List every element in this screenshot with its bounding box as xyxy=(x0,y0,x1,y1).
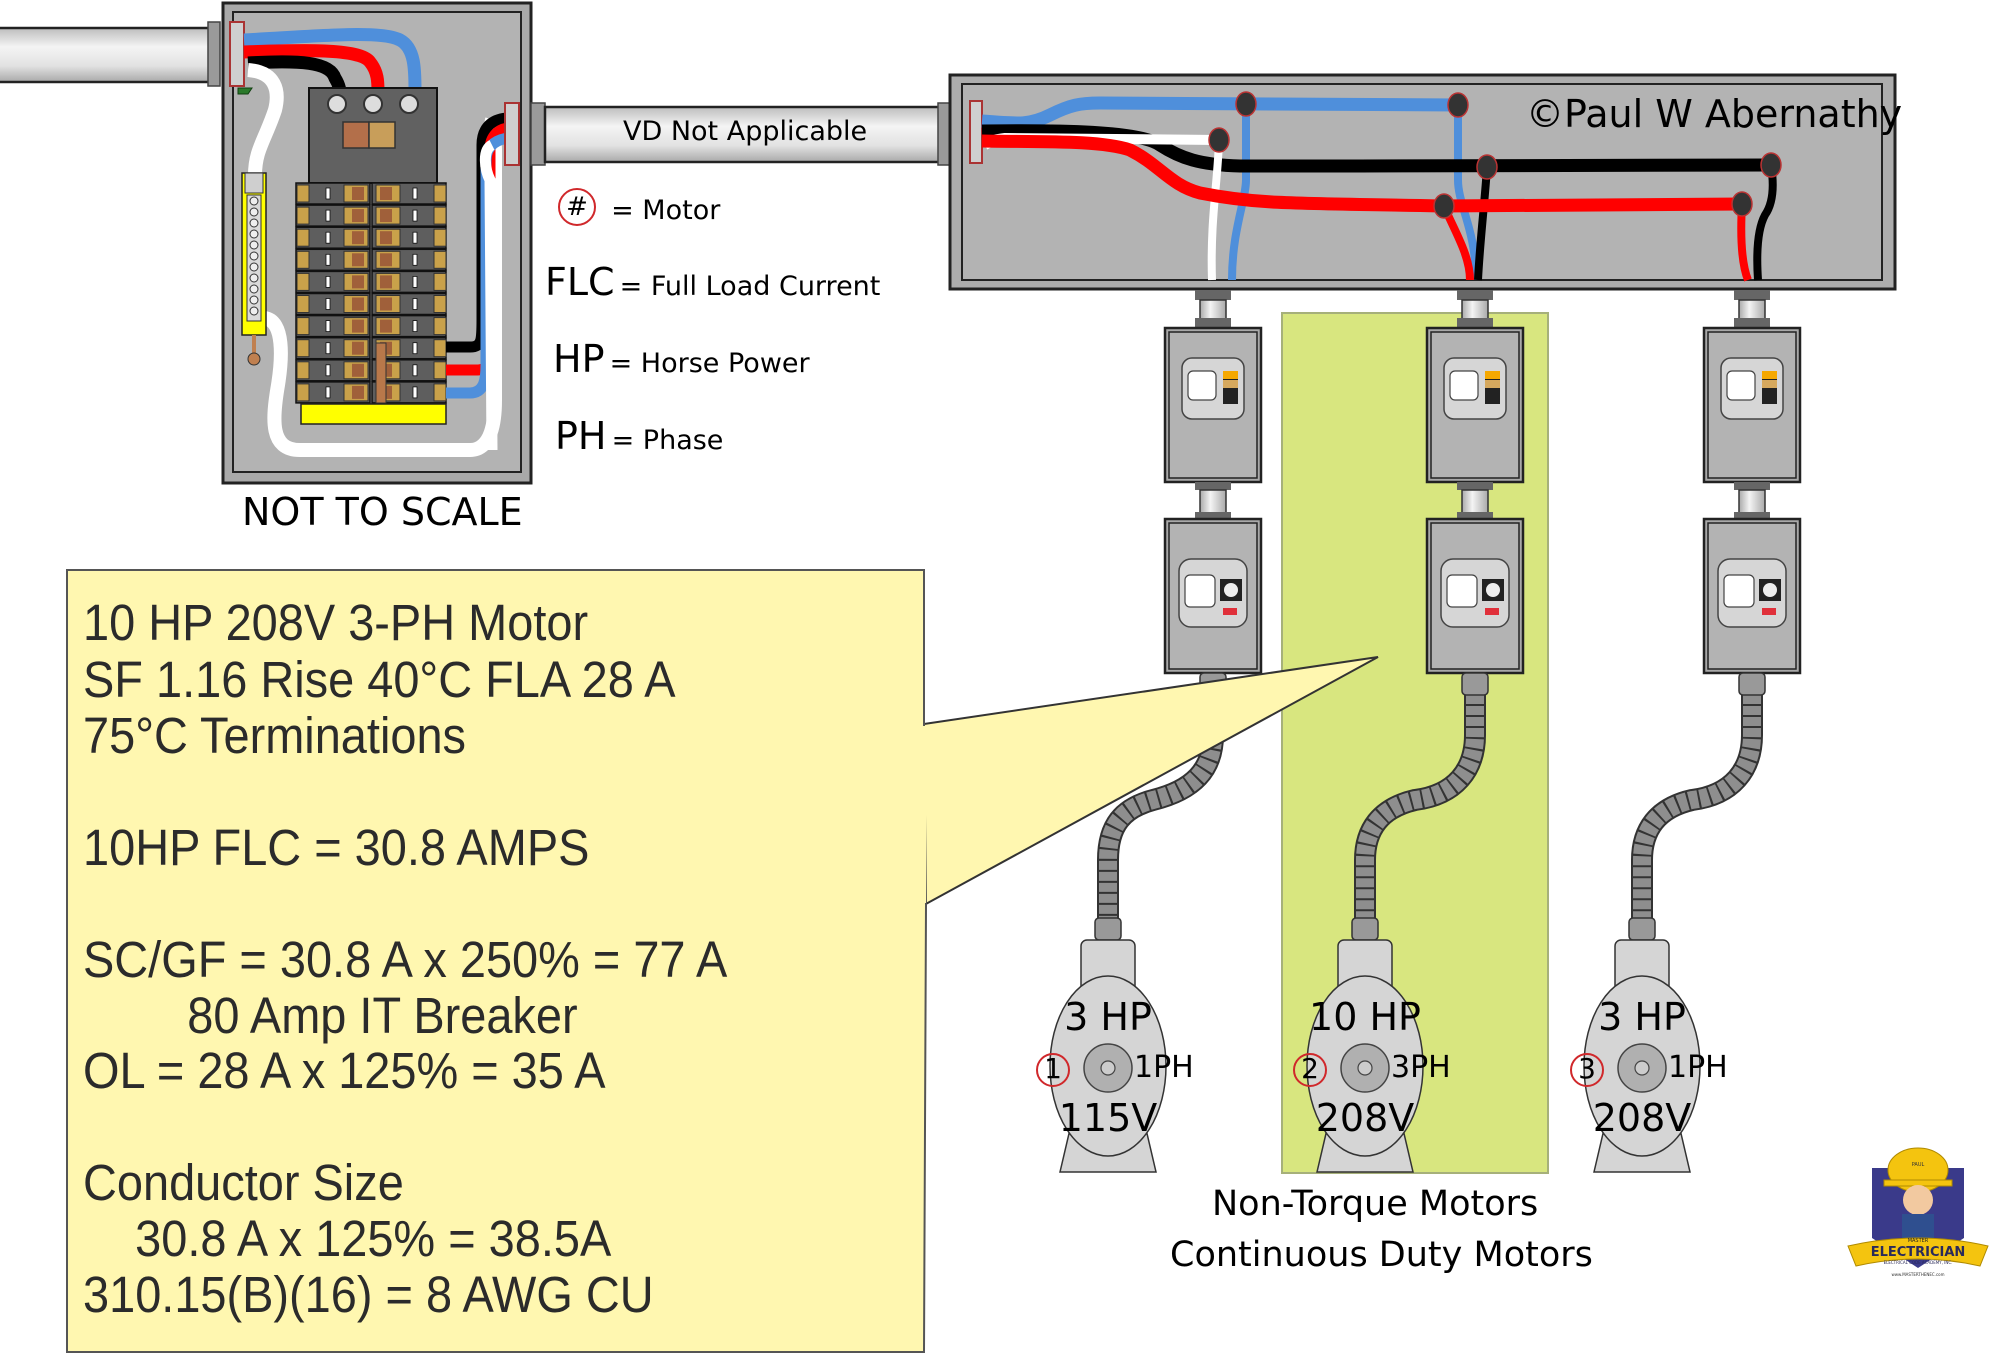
disconnect-switch-2[interactable] xyxy=(1425,326,1525,484)
motor-2[interactable] xyxy=(1293,939,1424,1173)
callout-line-12: 30.8 A x 125% = 38.5A xyxy=(83,1210,612,1267)
legend-symbol-hp: HP xyxy=(553,337,605,381)
motor-starter-3[interactable] xyxy=(1702,517,1802,675)
motor-2-number: 2 xyxy=(1301,1052,1319,1085)
legend-text-hp: = Horse Power xyxy=(609,348,810,379)
disconnect-switch-3[interactable] xyxy=(1702,326,1802,484)
motor-starter-1[interactable] xyxy=(1163,517,1263,675)
motor-branch-1 xyxy=(1036,290,1263,1173)
master-electrician-logo: MASTER ELECTRICIAN ELECTRICAL CODE ACADE… xyxy=(1847,1147,1989,1277)
motor-2-voltage: 208V xyxy=(1315,1096,1415,1140)
callout-line-7: SC/GF = 30.8 A x 250% = 77 A xyxy=(83,931,728,988)
callout-line-3: 75°C Terminations xyxy=(83,707,467,764)
logo-badge-top: MASTER xyxy=(1908,1238,1929,1244)
motor-3-phase: 1PH xyxy=(1668,1050,1728,1085)
motor-branch-2 xyxy=(1293,290,1525,1173)
legend-text-motor: = Motor xyxy=(611,195,721,226)
legend-item-motor: # = Motor xyxy=(558,188,720,226)
motor-1-number: 1 xyxy=(1044,1052,1062,1085)
feeder-conduit xyxy=(530,102,951,166)
motor-starter-2[interactable] xyxy=(1425,517,1525,675)
logo-badge-sub: ELECTRICAL CODE ACADEMY, INC. xyxy=(1884,1260,1953,1265)
callout-line-5: 10HP FLC = 30.8 AMPS xyxy=(83,819,590,876)
feeder-conduit-label: VD Not Applicable xyxy=(623,116,868,147)
legend-symbol-motor: # xyxy=(558,188,596,226)
legend-item-hp: HP = Horse Power xyxy=(553,337,810,381)
wireway xyxy=(948,73,1897,291)
logo-hat-text: PAUL xyxy=(1912,1162,1925,1168)
callout-line-9: OL = 28 A x 125% = 35 A xyxy=(83,1042,606,1099)
callout-line-1: 10 HP 208V 3-PH Motor xyxy=(83,594,589,651)
logo-url: www.MASTERTHENEC.com xyxy=(1891,1272,1944,1277)
legend-symbol-ph: PH xyxy=(555,414,607,458)
motor-branch-3 xyxy=(1570,290,1802,1173)
motor-1-hp: 3 HP xyxy=(1064,995,1152,1039)
callout-pointer xyxy=(923,656,1379,906)
callout-line-2: SF 1.16 Rise 40°C FLA 28 A xyxy=(83,651,676,708)
logo-badge-main: ELECTRICIAN xyxy=(1871,1245,1966,1260)
motor-2-phase: 3PH xyxy=(1391,1050,1451,1085)
legend-text-ph: = Phase xyxy=(611,425,724,456)
callout-line-13: 310.15(B)(16) = 8 AWG CU xyxy=(83,1266,654,1323)
motor-3-hp: 3 HP xyxy=(1598,995,1686,1039)
callout-line-8: 80 Amp IT Breaker xyxy=(83,987,578,1044)
motor-3-voltage: 208V xyxy=(1592,1096,1692,1140)
motor-1[interactable] xyxy=(1036,939,1167,1173)
disconnect-switch-1[interactable] xyxy=(1163,326,1263,484)
motor-3[interactable] xyxy=(1570,939,1701,1173)
service-conduit xyxy=(0,21,221,87)
motor-3-number: 3 xyxy=(1578,1052,1596,1085)
legend-item-ph: PH = Phase xyxy=(555,414,723,458)
motor-group-caption-line1: Non-Torque Motors xyxy=(1212,1184,1539,1224)
legend-symbol-flc: FLC xyxy=(545,260,615,304)
callout-box xyxy=(66,569,928,1353)
motor-group-caption-line2: Continuous Duty Motors xyxy=(1170,1235,1593,1275)
legend-text-flc: = Full Load Current xyxy=(619,271,881,302)
callout-line-11: Conductor Size xyxy=(83,1154,404,1211)
legend-item-flc: FLC = Full Load Current xyxy=(545,260,880,304)
panelboard xyxy=(221,1,533,485)
motor-2-hp: 10 HP xyxy=(1309,995,1421,1039)
not-to-scale-label: NOT TO SCALE xyxy=(242,490,523,534)
motor-1-phase: 1PH xyxy=(1134,1050,1194,1085)
copyright-text: ©Paul W Abernathy xyxy=(1526,92,1903,136)
motor-1-voltage: 115V xyxy=(1058,1096,1158,1140)
